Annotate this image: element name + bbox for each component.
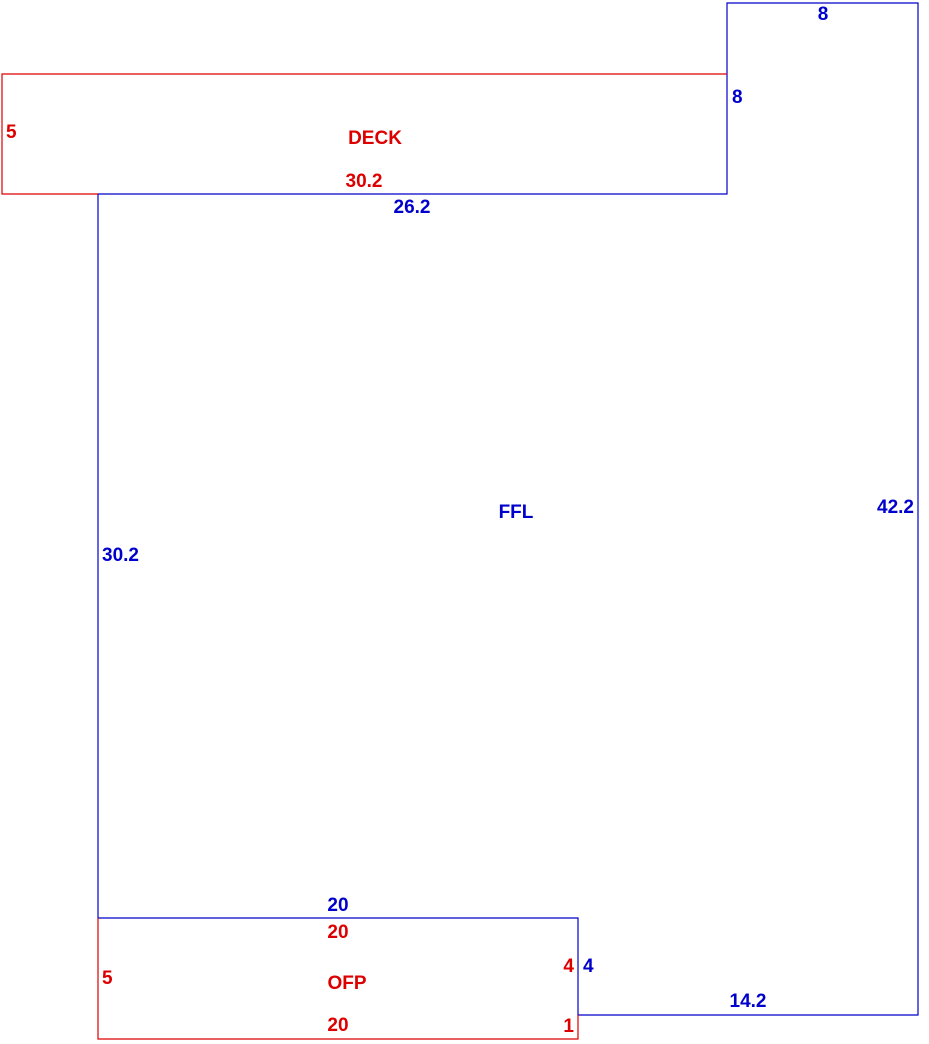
- ffl-dim-top-long: 26.2: [394, 197, 431, 218]
- deck-outline: [1, 73, 727, 195]
- deck-dim-left: 5: [6, 122, 17, 143]
- ffl-label: FFL: [499, 502, 534, 523]
- deck-dim-bottom: 30.2: [346, 171, 383, 192]
- ofp-dim-bottom-right-step: 1: [563, 1016, 574, 1037]
- ffl-dim-bottom-right: 14.2: [730, 991, 767, 1012]
- ffl-dim-step-vertical: 8: [732, 87, 743, 108]
- ffl-dim-right: 42.2: [877, 497, 914, 518]
- ofp-dim-right: 4: [563, 956, 574, 977]
- ofp-outline: [97, 918, 579, 1040]
- ffl-dim-left: 30.2: [102, 545, 139, 566]
- ofp-dim-bottom: 20: [327, 1015, 348, 1036]
- ffl-dim-top-short: 8: [818, 4, 829, 25]
- ofp-label: OFP: [327, 973, 366, 994]
- ffl-outline: [97, 2, 919, 1016]
- ffl-dim-notch-vertical: 4: [583, 956, 594, 977]
- deck-label: DECK: [348, 128, 402, 149]
- ffl-dim-bottom-left: 20: [327, 895, 348, 916]
- ofp-dim-top: 20: [327, 922, 348, 943]
- ofp-dim-left: 5: [102, 968, 113, 989]
